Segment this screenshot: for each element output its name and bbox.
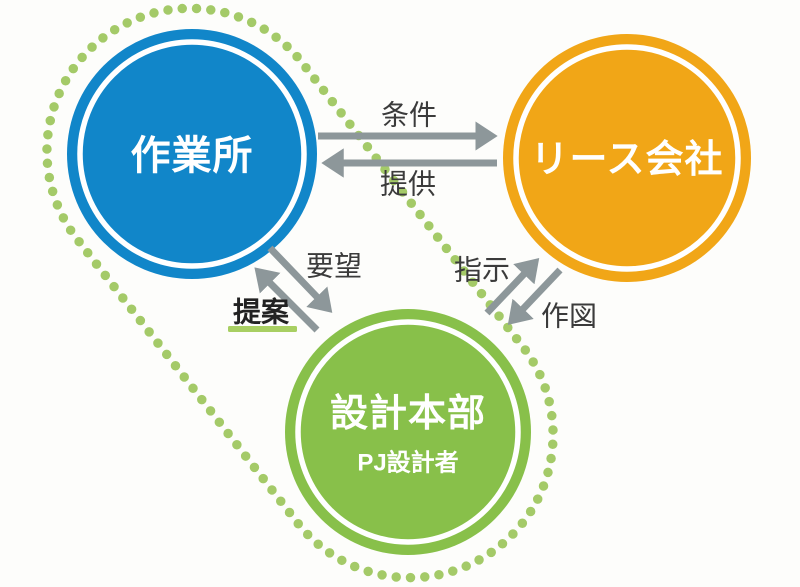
label-provision: 提供 — [380, 169, 436, 200]
label-drawing: 作図 — [541, 301, 597, 332]
label-proposal: 提案 — [233, 296, 290, 328]
arrow-proposal — [254, 267, 320, 333]
node-design-hq: 設計本部 PJ設計者 — [285, 309, 531, 555]
label-request: 要望 — [306, 251, 362, 282]
worksite-circle — [67, 29, 317, 279]
proposal-underline — [228, 326, 297, 332]
lease-circle — [503, 34, 751, 282]
lease-label: リース会社 — [530, 139, 723, 181]
label-instruction: 指示 — [454, 255, 510, 286]
design-label: 設計本部 — [330, 393, 486, 435]
node-lease-company: リース会社 — [503, 34, 751, 282]
label-conditions: 条件 — [381, 100, 437, 131]
design-sublabel: PJ設計者 — [357, 449, 458, 477]
design-circle — [285, 309, 531, 555]
worksite-inner-ring — [77, 39, 307, 269]
node-worksite: 作業所 — [67, 29, 317, 279]
lease-inner-ring — [513, 44, 741, 272]
worksite-label: 作業所 — [131, 134, 254, 178]
arrow-drawing — [507, 267, 563, 325]
arrow-request — [267, 245, 333, 313]
arrow-instruction — [484, 258, 540, 316]
design-inner-ring — [295, 319, 521, 545]
